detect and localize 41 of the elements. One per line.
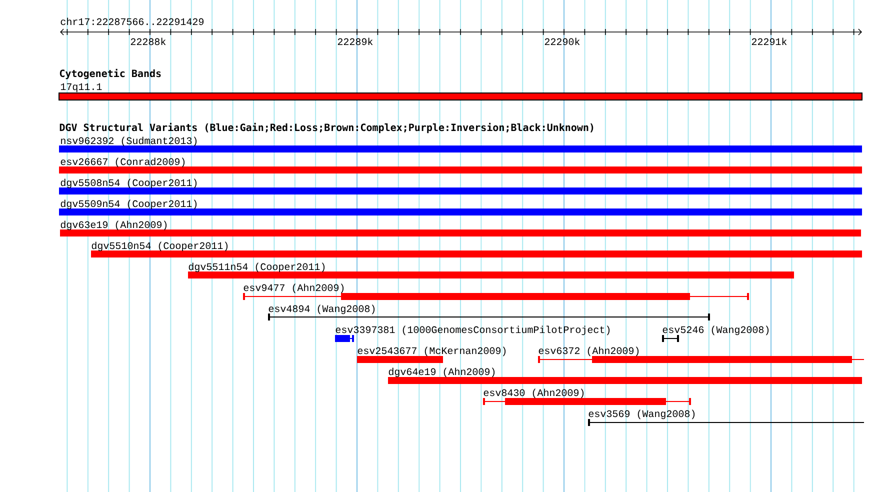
- band-bar: 17q11.1: [58, 83, 863, 100]
- node-label: dgv63e19 (Ahn2009): [60, 220, 167, 230]
- node-label: dgv5510n54 (Cooper2011): [92, 242, 228, 252]
- node-label: esv3397381 (1000GenomesConsortiumPilotProject): [336, 326, 610, 336]
- variant-bar: esv3569 (Wang2008): [588, 410, 865, 426]
- tick-label: 22290k: [544, 38, 580, 46]
- node-label: esv8430 (Ahn2009): [484, 388, 584, 398]
- node-label: esv6372 (Ahn2009): [538, 346, 639, 356]
- variant-bar: esv4894 (Wang2008): [268, 304, 710, 320]
- node-label: nsv962392 (Sudmant2013): [61, 136, 197, 146]
- node-label: dgv64e19 (Ahn2009): [388, 368, 495, 378]
- variant-bar: esv6372 (Ahn2009): [538, 346, 865, 363]
- tick-label: 22289k: [338, 38, 373, 46]
- node-label: esv26667 (Conrad2009): [60, 158, 185, 168]
- position-label: chr17:22287566..22291429: [60, 18, 204, 26]
- track-title: DGV Structural Variants (Blue:Gain;Red:Loss;Brown:Complex;Purple:Inversion;Black:Unknown): [60, 122, 594, 134]
- variant-bar: esv9477 (Ahn2009): [242, 284, 750, 300]
- track-title: Cytogenetic Bands: [60, 68, 161, 80]
- node-label: dgv5508n54 (Cooper2011): [60, 178, 197, 188]
- variant-bar: dgv5508n54 (Cooper2011): [59, 178, 862, 194]
- variant-bar: dgv63e19 (Ahn2009): [60, 220, 862, 236]
- variant-bar: nsv962392 (Sudmant2013): [59, 136, 862, 152]
- node-label: esv3569 (Wang2008): [588, 410, 695, 420]
- tick-label: 22291k: [752, 38, 787, 46]
- variant-bar: dgv5511n54 (Cooper2011): [188, 262, 794, 278]
- variant-bar: esv3397381 (1000GenomesConsortiumPilotProject): [334, 326, 610, 342]
- variant-bar: dgv5510n54 (Cooper2011): [91, 242, 862, 258]
- node-label: 17q11.1: [60, 83, 102, 92]
- variant-bar: esv2543677 (McKernan2009): [357, 346, 506, 363]
- node-label: dgv5509n54 (Cooper2011): [60, 200, 197, 210]
- tick-label: 22288k: [130, 38, 166, 46]
- node-label: esv2543677 (McKernan2009): [358, 346, 506, 356]
- variant-bar: dgv5509n54 (Cooper2011): [59, 200, 862, 216]
- variant-bar: esv8430 (Ahn2009): [482, 388, 692, 405]
- node-label: esv5246 (Wang2008): [662, 326, 769, 336]
- node-label: dgv5511n54 (Cooper2011): [188, 262, 325, 272]
- variant-bar: dgv64e19 (Ahn2009): [388, 368, 862, 384]
- node-label: esv4894 (Wang2008): [268, 304, 375, 314]
- variant-bar: esv5246 (Wang2008): [662, 326, 769, 342]
- variant-bar: esv26667 (Conrad2009): [59, 158, 862, 174]
- node-label: esv9477 (Ahn2009): [244, 284, 344, 294]
